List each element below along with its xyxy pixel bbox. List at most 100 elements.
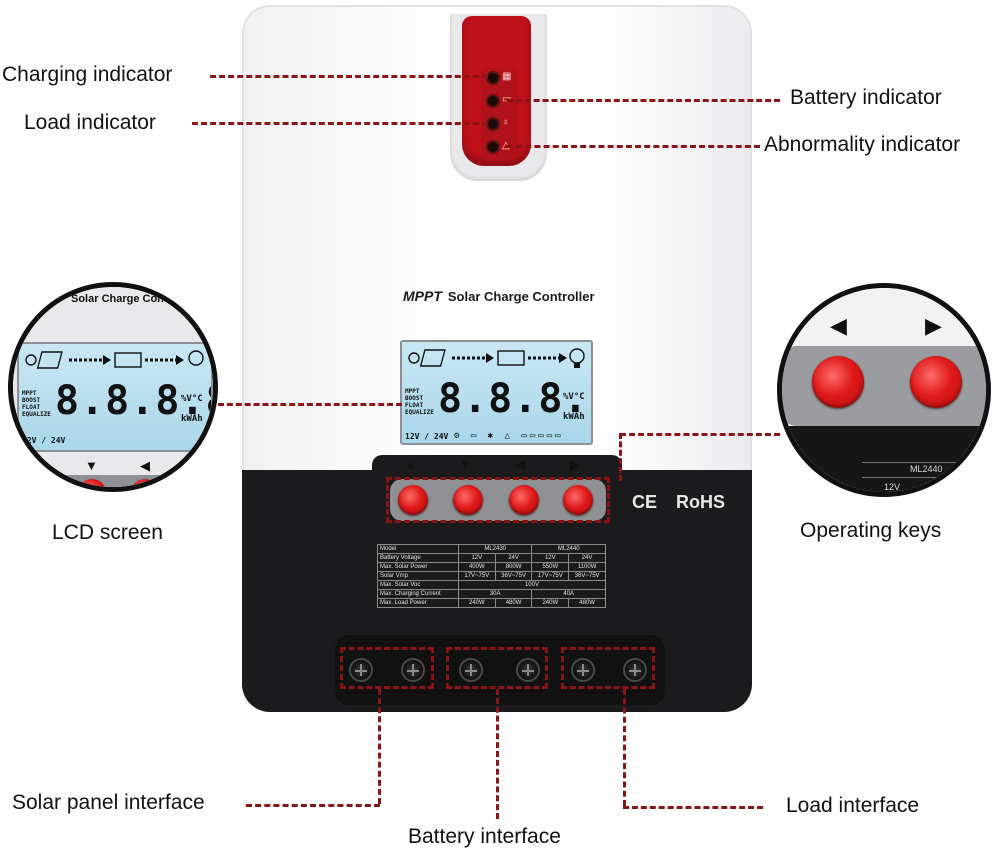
battery-screw-terminal[interactable]: [459, 658, 483, 682]
mode-mppt: MPPT: [405, 388, 420, 395]
table-cell: Max. Solar Voc: [377, 580, 459, 590]
lcd-leader: [218, 403, 402, 406]
battery-interface-label: Battery interface: [408, 825, 561, 848]
battery-icon: ▭: [502, 94, 512, 105]
table-cell: 12V: [457, 553, 496, 563]
table-cell: Max. Solar Power: [377, 562, 459, 572]
table-cell: 36V~75V: [494, 571, 533, 581]
solar-interface-label: Solar panel interface: [12, 791, 205, 814]
mode-boost: BOOST: [405, 395, 424, 402]
load-leader-v: [623, 689, 626, 806]
table-cell: ML2440: [531, 544, 606, 554]
warning-icon: △: [502, 140, 510, 151]
mode-boost: BOOST: [22, 397, 41, 404]
table-cell: Max. Charging Current: [377, 589, 459, 599]
table-cell: 12V: [531, 553, 570, 563]
table-cell: 30A: [457, 589, 533, 599]
ce-mark: CE: [632, 492, 658, 512]
zoom-left-arrow-icon: ◀: [140, 458, 150, 473]
table-cell: Model: [377, 544, 459, 554]
certification-marks: CE RoHS: [632, 492, 725, 513]
table-row: Max. Charging Current 30A 40A: [377, 589, 606, 599]
right-key-button[interactable]: [563, 485, 593, 515]
table-cell: 480W: [494, 598, 533, 608]
charging-indicator-label: Charging indicator: [2, 63, 173, 86]
table-row: Max. Load Power 240W 480W 240W 480W: [377, 598, 606, 608]
table-row: Solar Vmp 17V~75V 36V~75V 17V~75V 36V~75…: [377, 571, 606, 581]
lcd-flow-icons: [408, 348, 585, 368]
down-arrow-icon: ▼: [459, 457, 472, 472]
lcd-voltage: 12V / 24V: [405, 432, 449, 441]
battery-leader: [507, 99, 780, 102]
solar-highlight-box: [340, 647, 434, 689]
zoom-down-key: [78, 479, 106, 487]
table-row: Battery Voltage 12V 24V 12V 24V: [377, 553, 606, 563]
mode-mppt: MPPT: [22, 390, 37, 397]
down-key-button[interactable]: [453, 485, 483, 515]
zoom-right-key: [910, 356, 962, 408]
lcd-screen: MPPT BOOST FLOAT EQUALIZE 8.8.8.8. %V°C …: [400, 340, 593, 445]
charging-led: [486, 71, 500, 85]
mode-equalize: EQUALIZE: [405, 409, 434, 416]
table-cell: 36V~75V: [568, 571, 606, 581]
keys-zoom-circle: ◀ ▶ ML2440 12V: [777, 283, 991, 497]
battery-screw-terminal[interactable]: [516, 658, 540, 682]
solar-screw-terminal[interactable]: [401, 658, 425, 682]
zoom-right-arrow-icon: ▶: [925, 313, 942, 338]
table-row: Max. Solar Power 400W 800W 550W 1100W: [377, 562, 606, 572]
zoom-title: Solar Charge Contr: [71, 293, 172, 305]
zoom-black-base: [782, 426, 986, 492]
table-cell: 100V: [457, 580, 607, 590]
table-cell: 1100W: [568, 562, 606, 572]
table-cell: 480W: [568, 598, 606, 608]
table-cell: Solar Vmp: [377, 571, 459, 581]
keys-leader-v: [619, 433, 622, 481]
solar-leader-h: [246, 804, 380, 807]
table-cell: 40A: [531, 589, 606, 599]
table-cell: 550W: [531, 562, 570, 572]
mode-float: FLOAT: [405, 402, 424, 409]
abnormality-led: [486, 140, 500, 154]
battery-led: [486, 94, 500, 108]
table-cell: Battery Voltage: [377, 553, 459, 563]
charging-leader: [210, 75, 488, 78]
solar-panel-icon: ▦: [502, 71, 512, 82]
solar-screw-terminal[interactable]: [349, 658, 373, 682]
battery-leader-v: [496, 689, 499, 819]
table-row: Model ML2430 ML2440: [377, 544, 606, 554]
zoom-volt-label: 12V: [884, 482, 901, 492]
lcd-unit-bottom: kWAh: [563, 412, 585, 422]
zoom-left-arrow-icon: ◀: [830, 313, 847, 338]
up-arrow-icon: ▲: [404, 457, 417, 472]
led-panel: ▦ ▭ ♁ △: [481, 68, 518, 160]
load-screw-terminal[interactable]: [623, 658, 647, 682]
load-highlight-box: [561, 647, 655, 689]
up-key-button[interactable]: [398, 485, 428, 515]
zoom-lcd-mode-list: MPPT BOOST FLOAT EQUALIZE: [22, 390, 51, 418]
zoom-key-strip: [13, 475, 213, 487]
lcd-zoom-circle: Solar Charge Contr MPPT BOOST FLOAT EQUA…: [8, 282, 218, 492]
load-indicator-label: Load indicator: [24, 111, 156, 134]
lcd-screen-label: LCD screen: [52, 521, 163, 544]
zoom-down-arrow-icon: ▼: [85, 458, 98, 473]
left-arrow-icon: ◀: [515, 457, 525, 472]
left-key-button[interactable]: [509, 485, 539, 515]
zoom-lcd-digits: 8.8.8.8.: [55, 378, 211, 424]
mode-equalize: EQUALIZE: [22, 411, 51, 418]
load-leader-h: [623, 806, 763, 809]
table-cell: Max. Load Power: [377, 598, 459, 608]
mode-float: FLOAT: [22, 404, 41, 411]
zoom-model-label: ML2440: [910, 464, 943, 474]
load-screw-terminal[interactable]: [571, 658, 595, 682]
table-row: Max. Solar Voc 100V: [377, 580, 607, 590]
lcd-mode-list: MPPT BOOST FLOAT EQUALIZE: [405, 388, 434, 416]
table-cell: 240W: [531, 598, 570, 608]
solar-leader-v: [378, 689, 381, 804]
brand-label: MPPT: [403, 288, 442, 304]
zoom-left-key: [131, 479, 159, 487]
table-cell: 17V~75V: [457, 571, 496, 581]
rohs-mark: RoHS: [676, 492, 726, 512]
zoom-lcd-screen: MPPT BOOST FLOAT EQUALIZE 8.8.8.8. %V°C …: [17, 342, 213, 452]
lcd-status-icons: ⚙ ▭ ✱ △ ▭▭▭▭▭: [454, 431, 564, 441]
